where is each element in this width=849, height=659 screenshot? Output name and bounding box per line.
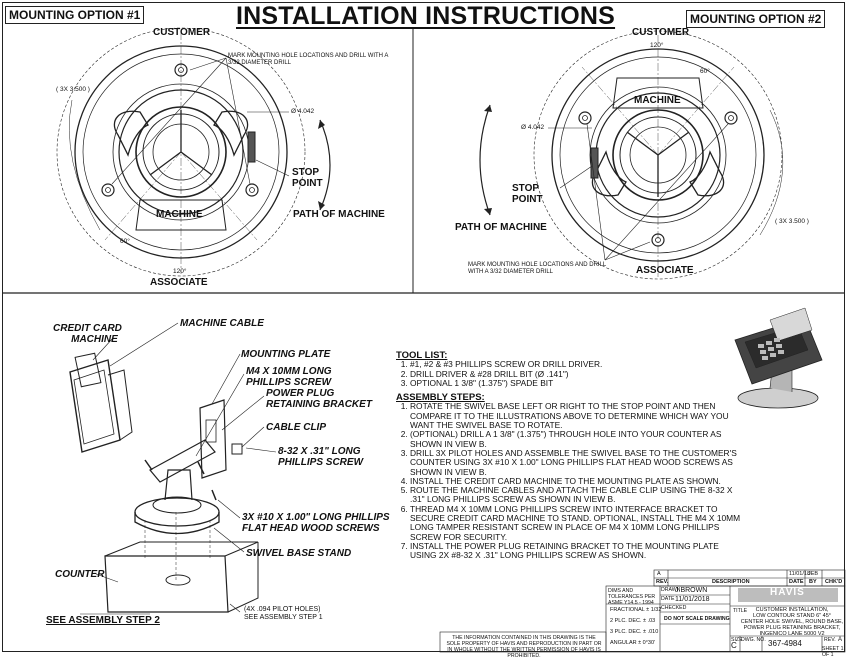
assembly-heading: ASSEMBLY STEPS: xyxy=(396,392,485,404)
size-label: SIZE xyxy=(731,637,743,643)
see-step-2-label: SEE ASSEMBLY STEP 2 xyxy=(46,615,160,626)
opt1-customer-label: CUSTOMER xyxy=(153,27,211,38)
opt2-stop-label-2: POINT xyxy=(512,194,543,205)
dwg-no-label: DWG. NO. xyxy=(741,637,766,643)
opt1-associate-label: ASSOCIATE xyxy=(150,277,208,288)
col-desc: DESCRIPTION xyxy=(712,579,750,585)
col-date: DATE xyxy=(789,579,804,585)
col-chkd: CHK'D xyxy=(825,579,843,585)
mounting-option-1-label: MOUNTING OPTION #1 xyxy=(5,6,145,24)
opt1-stop-label-2: POINT xyxy=(292,178,323,189)
drawn-date: 11/01/2018 xyxy=(675,596,710,603)
title-block-grid xyxy=(439,569,846,653)
opt2-angle-60: 60° xyxy=(700,68,710,75)
rev-date: 11/01/18 xyxy=(789,571,811,577)
col-by: BY xyxy=(809,579,817,585)
opt1-diameter: Ø 4.042 xyxy=(291,108,315,115)
proprietary-note: THE INFORMATION CONTAINED IN THIS DRAWIN… xyxy=(446,635,602,659)
tolerance-1: FRACTIONAL ± 1/32 xyxy=(610,607,662,613)
checked-label: CHECKED xyxy=(661,605,687,611)
opt1-angle-120: 120° xyxy=(173,268,187,275)
mounting-plate-label: MOUNTING PLATE xyxy=(241,349,331,360)
cable-clip-label: CABLE CLIP xyxy=(266,422,326,433)
opt1-mark-note: MARK MOUNTING HOLE LOCATIONS AND DRILL W… xyxy=(228,53,389,66)
opt1-stop-label-1: STOP xyxy=(292,167,320,178)
opt2-customer-label: CUSTOMER xyxy=(632,27,690,38)
rev-by: JEB xyxy=(808,571,819,577)
opt2-associate-label: ASSOCIATE xyxy=(636,265,694,276)
tolerance-4: ANGULAR ± 0°30' xyxy=(610,640,656,646)
tool-list-heading: TOOL LIST: xyxy=(396,350,448,361)
machine-cable-label: MACHINE CABLE xyxy=(180,318,264,329)
opt1-path-label: PATH OF MACHINE xyxy=(293,209,385,220)
opt1-angle-60: 60° xyxy=(120,238,130,245)
opt1-holes-dim: ( 3X 3.500 ) xyxy=(56,86,90,93)
assembly-step: INSTALL THE POWER PLUG RETAINING BRACKET… xyxy=(410,541,741,561)
opt2-path-label: PATH OF MACHINE xyxy=(455,222,547,233)
option1-view xyxy=(56,27,331,277)
drawn-label: DRAWN xyxy=(661,587,681,593)
page-title: INSTALLATION INSTRUCTIONS xyxy=(236,2,616,30)
drawing-frame xyxy=(2,2,845,652)
drawn-by: J.BROWN xyxy=(675,587,708,594)
assembly-step: ROUTE THE MACHINE CABLES AND ATTACH THE … xyxy=(410,486,741,505)
opt1-machine-label: MACHINE xyxy=(156,209,203,220)
tolerance-3: 3 PLC. DEC. ± .010 xyxy=(610,629,659,635)
title-label: TITLE xyxy=(733,608,748,614)
mounting-option-2-label: MOUNTING OPTION #2 xyxy=(686,10,826,28)
assembly-step: ROTATE THE SWIVEL BASE LEFT OR RIGHT TO … xyxy=(410,402,741,430)
scale-note: DO NOT SCALE DRAWING xyxy=(664,616,730,622)
tolerance-heading: DIMS AND TOLERANCES PER ASME Y14.5 - 199… xyxy=(608,588,656,606)
opt2-diameter: Ø 4.042 xyxy=(521,124,545,131)
assembly-step: DRILL 3X PILOT HOLES AND ASSEMBLE THE SW… xyxy=(410,448,741,477)
credit-card-machine-label: CREDIT CARD MACHINE xyxy=(53,323,122,345)
swivel-base-label: SWIVEL BASE STAND xyxy=(246,548,352,559)
rev-value: A xyxy=(838,637,843,643)
opt2-holes-dim: ( 3X 3.500 ) xyxy=(775,218,809,225)
pilot-holes-label: (4X .094 PILOT HOLES)SEE ASSEMBLY STEP 1 xyxy=(244,606,323,621)
exploded-view xyxy=(69,322,277,615)
assembly-steps: ROTATE THE SWIVEL BASE LEFT OR RIGHT TO … xyxy=(396,402,741,560)
dwg-number: 367-4984 xyxy=(768,639,802,648)
opt2-angle-120: 120° xyxy=(650,42,664,49)
option2-view xyxy=(479,30,784,280)
tool-item: OPTIONAL 1 3/8" (1.375") SPADE BIT xyxy=(410,378,741,388)
product-render xyxy=(734,307,823,409)
date-label: DATE xyxy=(661,596,675,602)
col-rev: REV. xyxy=(656,579,669,585)
instructions-text: TOOL LIST: #1, #2 & #3 PHILLIPS SCREW OR… xyxy=(396,351,741,561)
rev-letter: A xyxy=(657,571,661,577)
havis-logo: HAVIS xyxy=(770,587,805,598)
opt2-stop-label-1: STOP xyxy=(512,183,540,194)
tolerance-2: 2 PLC. DEC. ± .03 xyxy=(610,618,656,624)
assembly-step: INSTALL THE CREDIT CARD MACHINE TO THE M… xyxy=(410,476,741,486)
opt2-mark-note: MARK MOUNTING HOLE LOCATIONS AND DRILL W… xyxy=(468,262,607,275)
assembly-step: THREAD M4 X 10MM LONG PHILLIPS SCREW INT… xyxy=(410,504,741,542)
tool-item: DRILL DRIVER & #28 DRILL BIT (Ø .141") xyxy=(410,369,741,379)
assembly-step: (OPTIONAL) DRILL A 1 3/8" (1.375") THROU… xyxy=(410,430,741,449)
rev-label: REV. xyxy=(824,637,836,643)
tool-list: #1, #2 & #3 PHILLIPS SCREW OR DRILL DRIV… xyxy=(396,359,741,388)
counter-label: COUNTER xyxy=(55,569,105,580)
opt2-machine-label: MACHINE xyxy=(634,95,681,106)
size-value: C xyxy=(731,641,737,650)
drawing-description: CUSTOMER INSTALLATION, LOW CONTOUR STAND… xyxy=(740,607,844,637)
tool-item: #1, #2 & #3 PHILLIPS SCREW OR DRILL DRIV… xyxy=(410,359,741,369)
sheet-label: SHEET 1 OF 1 xyxy=(822,646,844,658)
